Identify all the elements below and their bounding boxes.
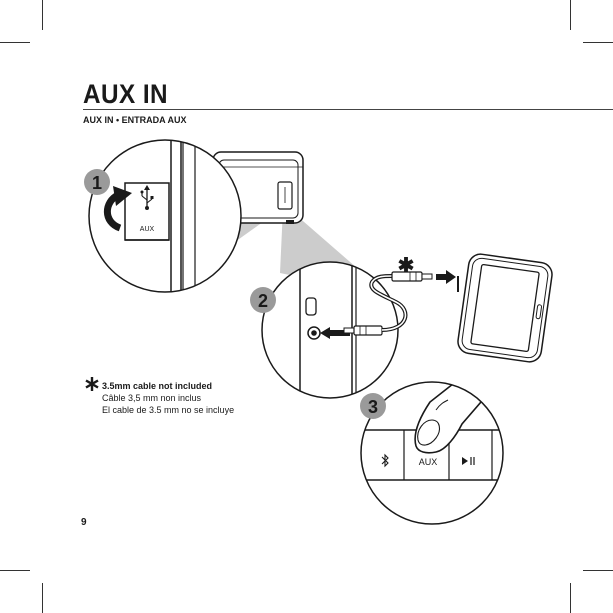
arrow-to-device-icon — [436, 270, 456, 284]
callout-circle-1: AUX — [88, 139, 242, 293]
rotate-arrow-icon — [103, 186, 132, 232]
step-badge-2: 2 — [250, 287, 276, 313]
crop-mark-top-left-h — [0, 42, 30, 43]
callout-circle-2 — [261, 261, 399, 399]
note-asterisk-icon — [85, 377, 99, 391]
page-title: AUX IN — [83, 79, 169, 109]
smartphone-device — [457, 253, 553, 363]
note-line-spanish: El cable de 3.5 mm no se incluye — [102, 405, 235, 415]
callout-circle-3: AUX — [360, 381, 504, 525]
usb-icon — [140, 185, 154, 210]
bluetooth-icon — [381, 453, 389, 468]
title-divider — [83, 109, 613, 110]
audio-cable — [343, 271, 433, 336]
step-badge-1: 1 — [84, 169, 110, 195]
crop-mark-top-left-v — [42, 0, 43, 30]
page-number: 9 — [81, 517, 87, 528]
page-subtitle: AUX IN • ENTRADA AUX — [83, 115, 187, 125]
crop-mark-bottom-right-h — [583, 570, 613, 571]
step-number-2: 2 — [258, 291, 268, 311]
crop-mark-top-right-v — [570, 0, 571, 30]
step-number-3: 3 — [368, 397, 378, 417]
note-text: 3.5mm cable not included Câble 3,5 mm no… — [102, 380, 234, 416]
step-badge-3: 3 — [360, 393, 386, 419]
play-pause-icon — [462, 457, 475, 465]
step-number-1: 1 — [92, 173, 102, 193]
note-line-french: Câble 3,5 mm non inclus — [102, 393, 202, 403]
crop-mark-bottom-left-v — [42, 583, 43, 613]
note-line-english: 3.5mm cable not included — [102, 381, 213, 391]
crop-mark-bottom-left-h — [0, 570, 30, 571]
crop-mark-top-right-h — [583, 42, 613, 43]
aux-port-label: AUX — [140, 226, 155, 233]
aux-button-label[interactable]: AUX — [419, 457, 438, 467]
cable-asterisk-icon: ✱ — [398, 255, 415, 277]
crop-mark-bottom-right-v — [570, 583, 571, 613]
